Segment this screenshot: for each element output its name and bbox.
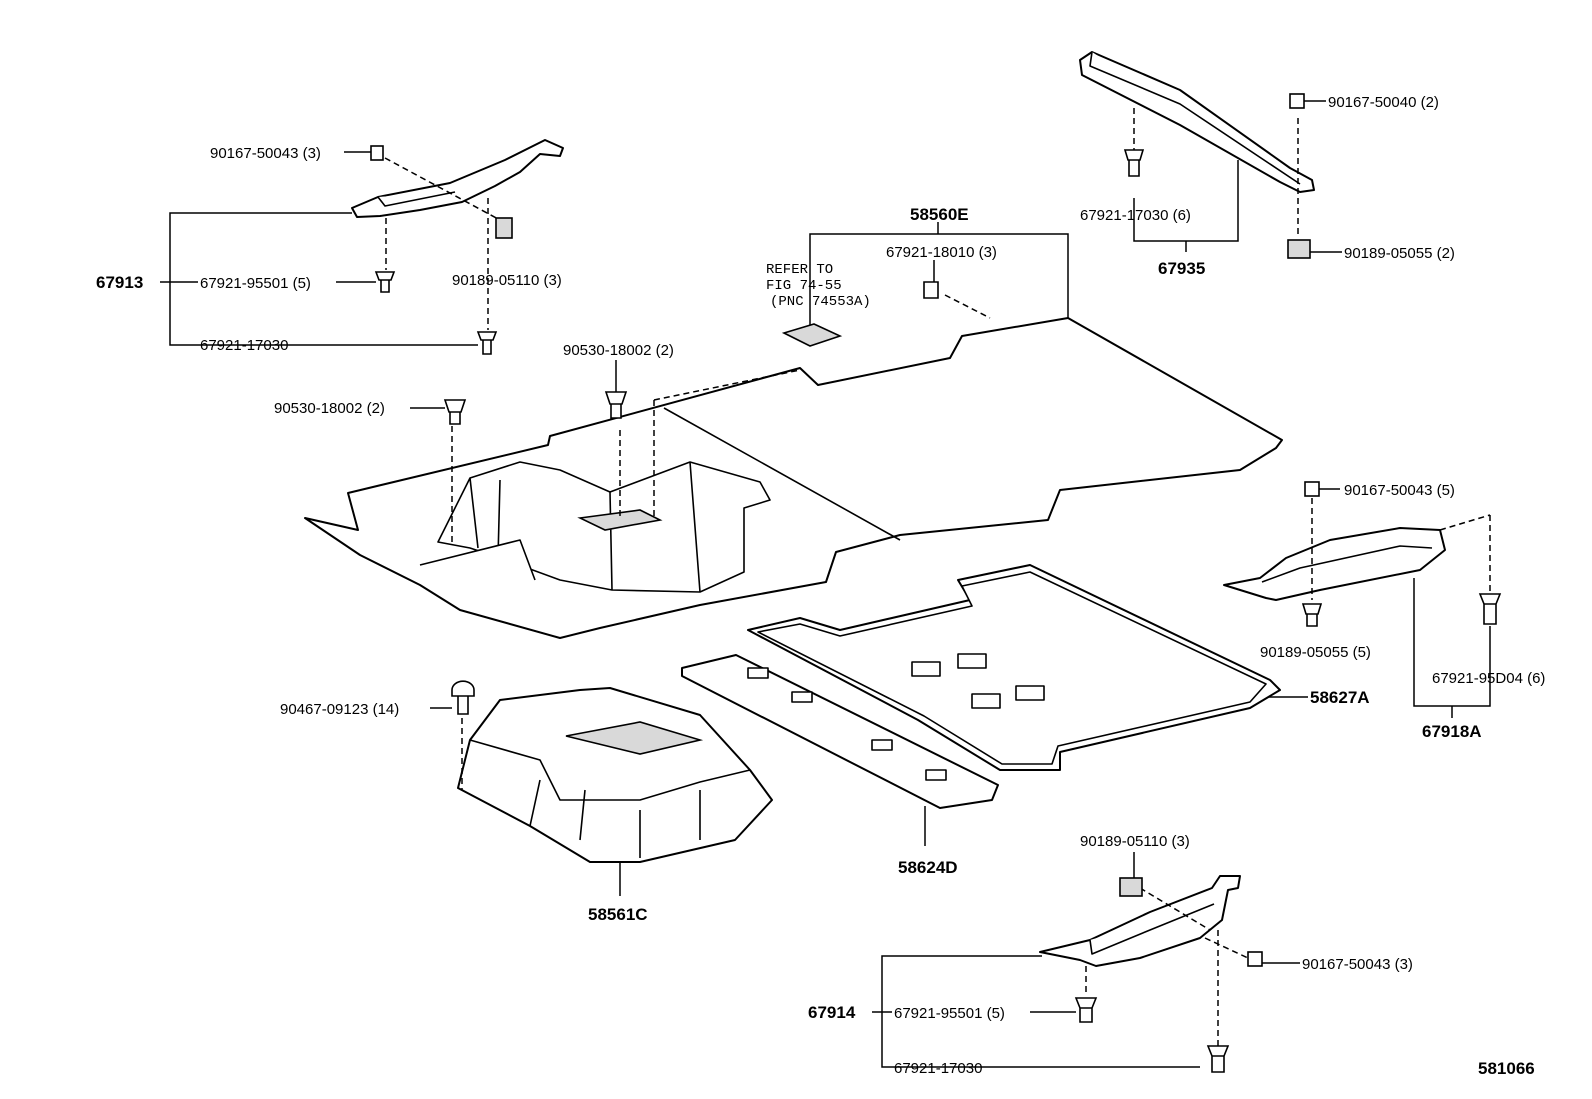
floor-carpet-group bbox=[304, 222, 1283, 639]
label-refer-line-2: FIG 74-55 bbox=[766, 278, 842, 294]
fastener-icon bbox=[1074, 997, 1098, 1023]
label-67921-95D04: 67921-95D04 (6) bbox=[1432, 670, 1545, 687]
diagram-id: 581066 bbox=[1478, 1059, 1535, 1078]
rear-mat-group bbox=[747, 564, 1308, 771]
screw-icon bbox=[1247, 951, 1263, 967]
spare-cover-group bbox=[430, 680, 773, 896]
floor-board-group bbox=[681, 654, 999, 846]
label-refer-line-1: REFER TO bbox=[766, 262, 833, 278]
label-refer-line-3: (PNC 74553A) bbox=[770, 294, 871, 310]
fastener-icon bbox=[923, 281, 939, 299]
label-90189-05055-right: 90189-05055 (5) bbox=[1260, 644, 1371, 661]
scuff-plate-left-group bbox=[160, 139, 564, 355]
label-90467-09123: 90467-09123 (14) bbox=[280, 701, 399, 718]
label-67921-17030-bottom: 67921-17030 bbox=[894, 1060, 982, 1077]
nut-clip-icon bbox=[1287, 239, 1311, 259]
side-trim-right-group bbox=[1223, 481, 1502, 718]
fastener-icon bbox=[1123, 149, 1145, 177]
label-67935: 67935 bbox=[1158, 259, 1205, 278]
nut-clip-icon bbox=[495, 217, 513, 239]
label-90530-18002-left: 90530-18002 (2) bbox=[274, 400, 385, 417]
label-67921-17030-top: 67921-17030 (6) bbox=[1080, 207, 1191, 224]
screw-icon bbox=[1304, 481, 1320, 497]
label-90167-50043-left: 90167-50043 (3) bbox=[210, 145, 321, 162]
scuff-plate-bottom-group bbox=[872, 852, 1300, 1073]
screw-icon bbox=[1289, 93, 1305, 109]
fastener-icon bbox=[1478, 593, 1502, 625]
fastener-icon bbox=[604, 391, 628, 419]
fastener-icon bbox=[476, 331, 498, 355]
fastener-icon bbox=[1301, 603, 1323, 627]
label-67921-95501-bottom: 67921-95501 (5) bbox=[894, 1005, 1005, 1022]
fastener-icon bbox=[1206, 1045, 1230, 1073]
label-58627A: 58627A bbox=[1310, 688, 1370, 707]
rear-trim-group bbox=[1079, 51, 1342, 259]
label-58624D: 58624D bbox=[898, 858, 958, 877]
label-67913: 67913 bbox=[96, 273, 143, 292]
nut-clip-icon bbox=[1119, 877, 1143, 897]
label-90189-05110-bottom: 90189-05110 (3) bbox=[1080, 833, 1190, 850]
label-90189-05110-left: 90189-05110 (3) bbox=[452, 272, 562, 289]
label-58561C: 58561C bbox=[588, 905, 648, 924]
label-90530-18002-center: 90530-18002 (2) bbox=[563, 342, 674, 359]
clip-icon bbox=[370, 145, 384, 161]
label-90167-50040: 90167-50040 (2) bbox=[1328, 94, 1439, 111]
label-90167-50043-bottom: 90167-50043 (3) bbox=[1302, 956, 1413, 973]
fastener-icon bbox=[374, 271, 396, 293]
fastener-icon bbox=[451, 680, 475, 715]
label-67921-95501-left: 67921-95501 (5) bbox=[200, 275, 311, 292]
label-67921-17030-left: 67921-17030 bbox=[200, 337, 288, 354]
label-90189-05055-top: 90189-05055 (2) bbox=[1344, 245, 1455, 262]
label-90167-50043-right: 90167-50043 (5) bbox=[1344, 482, 1455, 499]
label-58560E: 58560E bbox=[910, 205, 969, 224]
label-67918A: 67918A bbox=[1422, 722, 1482, 741]
floor-board-58624D bbox=[681, 654, 999, 809]
refer-pad-icon bbox=[781, 323, 843, 347]
label-67914: 67914 bbox=[808, 1003, 856, 1022]
fastener-icon bbox=[443, 399, 467, 425]
label-67921-18010: 67921-18010 (3) bbox=[886, 244, 997, 261]
